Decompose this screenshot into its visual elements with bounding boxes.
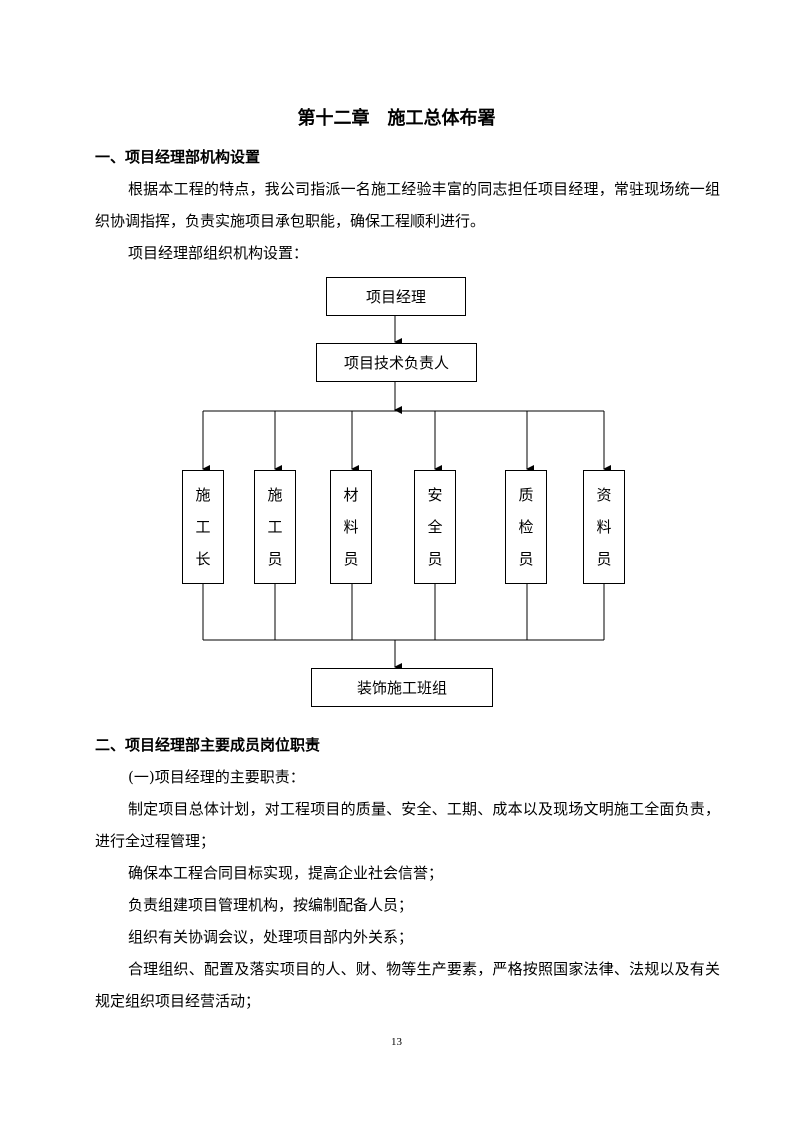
page-number: 13 [391, 1036, 402, 1048]
role-char: 员 [518, 550, 534, 568]
role-char: 施 [195, 486, 211, 504]
section1-paragraph-2: 项目经理部组织机构设置： [128, 244, 309, 262]
role-char: 料 [343, 518, 359, 536]
role-char: 工 [267, 518, 283, 536]
duty-item-3: 负责组建项目管理机构，按编制配备人员； [128, 896, 414, 914]
box-project-manager: 项目经理 [326, 277, 466, 316]
box-role-construction-staff: 施 工 员 [254, 470, 296, 584]
role-char: 资 [596, 486, 612, 504]
box-role-safety: 安 全 员 [414, 470, 456, 584]
role-char: 材 [343, 486, 359, 504]
role-char: 员 [343, 550, 359, 568]
box-role-quality: 质 检 员 [505, 470, 547, 584]
role-char: 安 [427, 486, 443, 504]
role-char: 施 [267, 486, 283, 504]
section1-heading: 一、项目经理部机构设置 [95, 148, 261, 166]
duty-item-2: 确保本工程合同目标实现，提高企业社会信誉； [128, 864, 444, 882]
box-role-documents: 资 料 员 [583, 470, 625, 584]
duty-item-4: 组织有关协调会议，处理项目部内外关系； [128, 928, 414, 946]
section2-heading: 二、项目经理部主要成员岗位职责 [95, 736, 321, 754]
org-chart: 项目经理 项目技术负责人 施 工 长 施 工 员 材 料 员 安 全 员 质 检… [0, 260, 793, 720]
page-title: 第十二章 施工总体布署 [297, 108, 496, 129]
org-chart-connectors [202, 316, 611, 671]
role-char: 全 [427, 518, 443, 536]
section2-subheading: (一)项目经理的主要职责： [128, 768, 305, 786]
box-role-construction-chief: 施 工 长 [182, 470, 224, 584]
duty-item-5: 合理组织、配置及落实项目的人、财、物等生产要素，严格按照国家法律、法规以及有关规… [95, 960, 720, 1010]
role-char: 长 [195, 550, 211, 568]
role-char: 料 [596, 518, 612, 536]
role-char: 工 [195, 518, 211, 536]
role-char: 员 [267, 550, 283, 568]
duty-item-1: 制定项目总体计划，对工程项目的质量、安全、工期、成本以及现场文明施工全面负责，进… [95, 800, 720, 850]
role-char: 检 [518, 518, 534, 536]
role-char: 质 [518, 486, 534, 504]
role-char: 员 [596, 550, 612, 568]
role-char: 员 [427, 550, 443, 568]
box-technical-lead: 项目技术负责人 [316, 343, 477, 382]
box-decoration-team: 装饰施工班组 [311, 668, 493, 707]
box-role-materials: 材 料 员 [330, 470, 372, 584]
section1-paragraph-1: 根据本工程的特点，我公司指派一名施工经验丰富的同志担任项目经理，常驻现场统一组织… [95, 180, 720, 230]
